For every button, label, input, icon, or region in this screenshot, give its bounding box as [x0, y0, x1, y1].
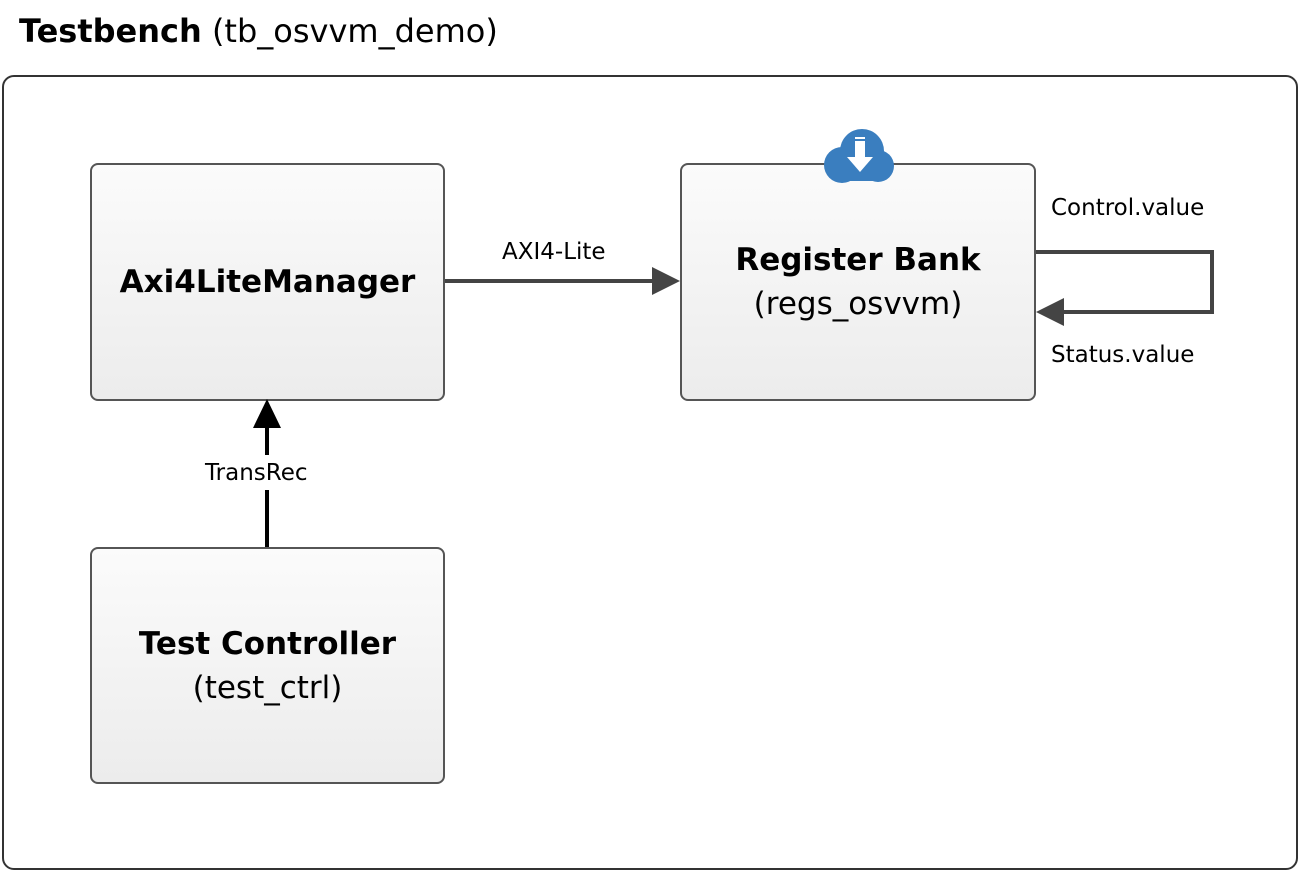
test-controller-instance: (test_ctrl)	[192, 669, 343, 706]
testbench-title: Testbench (tb_osvvm_demo)	[19, 10, 498, 52]
test-controller-name: Test Controller	[138, 625, 397, 662]
register-bank-block: Register Bank (regs_osvvm)	[680, 163, 1036, 401]
status-value-label: Status.value	[1051, 342, 1195, 368]
transrec-connection-label: TransRec	[205, 460, 308, 486]
testbench-instance: (tb_osvvm_demo)	[201, 12, 498, 50]
register-bank-instance: (regs_osvvm)	[753, 286, 963, 322]
manager-name: Axi4LiteManager	[119, 264, 416, 300]
axi4lite-manager-block: Axi4LiteManager	[90, 163, 445, 401]
testbench-label: Testbench	[19, 12, 202, 50]
control-value-label: Control.value	[1051, 195, 1205, 221]
register-bank-name: Register Bank	[735, 242, 981, 278]
axi-connection-label: AXI4-Lite	[502, 239, 606, 265]
test-controller-block: Test Controller (test_ctrl)	[90, 547, 445, 784]
